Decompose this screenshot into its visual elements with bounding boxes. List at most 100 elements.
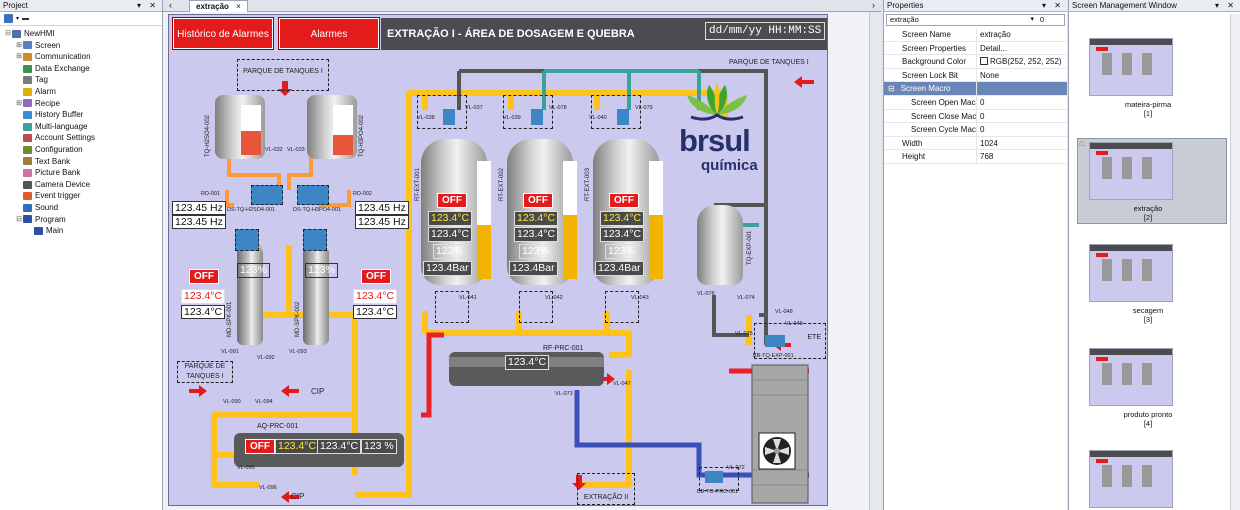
chevron-down-icon[interactable]: ▾ <box>1030 16 1034 23</box>
tab-extracao[interactable]: extração × <box>189 0 248 12</box>
reactor-2-off[interactable]: OFF <box>523 193 553 208</box>
valve-043[interactable] <box>605 291 639 323</box>
tree-item-picture-bank[interactable]: Picture Bank <box>0 167 162 179</box>
tree-expander-icon[interactable]: ⊟ <box>5 30 11 37</box>
property-row[interactable]: ⊟Screen Macro <box>884 82 1067 96</box>
mixer-1-temp-set[interactable]: 123.4°C <box>181 289 226 304</box>
tree-expander-icon[interactable]: ⊟ <box>16 215 22 223</box>
property-value[interactable]: None <box>977 69 1067 82</box>
exp-pump[interactable] <box>765 335 785 347</box>
dosing-pump-1[interactable] <box>251 185 283 205</box>
tree-item-alarm[interactable]: Alarm <box>0 86 162 98</box>
tree-item-label: Screen <box>35 40 61 50</box>
reactor-3-off[interactable]: OFF <box>609 193 639 208</box>
editor-vertical-scrollbar[interactable] <box>869 12 881 510</box>
reactor-2-motor[interactable] <box>531 109 543 125</box>
dropdown-icon[interactable]: ▾ <box>16 16 20 22</box>
valve-group-040[interactable] <box>591 95 641 129</box>
collapse-icon[interactable]: ⊟ <box>888 84 895 94</box>
tree-item-account-settings[interactable]: Account Settings <box>0 132 162 144</box>
tree-item-text-bank[interactable]: Text Bank <box>0 156 162 168</box>
mixer-2-off[interactable]: OFF <box>361 269 391 284</box>
property-value[interactable]: 0 <box>977 123 1067 136</box>
tree-expander-icon[interactable]: ⊞ <box>16 99 22 107</box>
mixer-2-motor[interactable] <box>303 229 327 251</box>
property-value[interactable]: Detail... <box>977 42 1067 55</box>
object-selector[interactable]: extração ▾ 0 <box>886 14 1065 26</box>
mixer-1-motor[interactable] <box>235 229 259 251</box>
property-value[interactable]: RGB(252, 252, 252) <box>977 55 1067 68</box>
screen-thumbnail[interactable] <box>1089 38 1173 96</box>
tree-item-data-exchange[interactable]: Data Exchange <box>0 63 162 75</box>
tree-item-recipe[interactable]: ⊞Recipe <box>0 98 162 110</box>
property-value[interactable]: 1024 <box>977 137 1067 150</box>
pump-bb-prc[interactable] <box>699 467 739 491</box>
tree-expander-icon[interactable]: ⊞ <box>16 41 22 49</box>
property-value[interactable] <box>977 82 1067 95</box>
valve-042[interactable] <box>519 291 553 323</box>
valve-041[interactable] <box>435 291 469 323</box>
screen-thumbnail[interactable] <box>1089 142 1173 200</box>
tree-item-program[interactable]: ⊟Program <box>0 214 162 226</box>
reactor-2-temp-set[interactable]: 123.4°C <box>514 211 559 226</box>
alarm-history-button[interactable]: Histórico de Alarmes <box>172 17 274 50</box>
prc-pump[interactable] <box>705 471 723 483</box>
alarms-button[interactable]: Alarmes <box>278 17 380 50</box>
property-value[interactable]: 0 <box>977 96 1067 109</box>
tree-item-camera-device[interactable]: Camera Device <box>0 179 162 191</box>
tree-item-history-buffer[interactable]: History Buffer <box>0 109 162 121</box>
hmi-canvas[interactable]: Histórico de Alarmes Alarmes EXTRAÇÃO I … <box>168 14 828 506</box>
tree-item-sound[interactable]: Sound <box>0 202 162 214</box>
screen-thumbnail[interactable] <box>1089 348 1173 406</box>
home-icon[interactable] <box>4 14 13 23</box>
reactor-1-motor[interactable] <box>443 109 455 125</box>
reactor-3-motor[interactable] <box>617 109 629 125</box>
screen-thumbnail[interactable] <box>1089 450 1173 508</box>
screen-management-controls[interactable]: ▾ ✕ <box>1215 1 1237 10</box>
tree-item-event-trigger[interactable]: Event trigger <box>0 190 162 202</box>
color-swatch-icon[interactable] <box>980 57 988 66</box>
properties-panel-controls[interactable]: ▾ ✕ <box>1042 1 1064 10</box>
tab-nav-right-icon[interactable]: › <box>872 0 875 10</box>
property-value[interactable]: 768 <box>977 150 1067 163</box>
tag-vl073: VL-073 <box>555 391 573 397</box>
project-panel-controls[interactable]: ▾ ✕ <box>137 1 159 10</box>
tree-item-configuration[interactable]: Configuration <box>0 144 162 156</box>
dosing-pump-2[interactable] <box>297 185 329 205</box>
tree-item-main[interactable]: Main <box>0 225 162 237</box>
hz-value-1: 123.45 Hz <box>172 201 226 215</box>
tab-close-icon[interactable]: × <box>236 2 241 11</box>
arrow-cip2 <box>281 491 299 503</box>
tree-item-screen[interactable]: ⊞ Screen <box>0 40 162 52</box>
tab-nav-left-icon[interactable]: ‹ <box>169 0 172 10</box>
aq-off[interactable]: OFF <box>245 439 275 454</box>
mixer-2-temp-set[interactable]: 123.4°C <box>353 289 398 304</box>
screen-thumbnail[interactable] <box>1089 244 1173 302</box>
reactor-3-temp-set[interactable]: 123.4°C <box>600 211 645 226</box>
tag-bb-exp: BB-TQ-EXP-001 <box>753 353 794 359</box>
tree-expander-icon[interactable]: ⊞ <box>16 53 22 61</box>
reactor-1-off[interactable]: OFF <box>437 193 467 208</box>
valve-group-039[interactable] <box>503 95 553 129</box>
aq-temp-set[interactable]: 123.4°C <box>275 439 320 454</box>
tree-item-communication[interactable]: ⊞Communication <box>0 51 162 63</box>
collapse-icon[interactable] <box>22 17 30 20</box>
valve-group-038[interactable] <box>417 95 467 129</box>
mixer-1-off[interactable]: OFF <box>189 269 219 284</box>
tree-item-newhmi[interactable]: ⊟NewHMI <box>0 28 162 40</box>
property-value[interactable]: extração <box>977 28 1067 41</box>
tree-item-multi-language[interactable]: Multi-language <box>0 121 162 133</box>
property-value[interactable]: 0 <box>977 110 1067 123</box>
reactor-1-temp-set[interactable]: 123.4°C <box>428 211 473 226</box>
tree-item-tag[interactable]: Tag <box>0 74 162 86</box>
screen-management-scrollbar[interactable] <box>1230 14 1240 510</box>
